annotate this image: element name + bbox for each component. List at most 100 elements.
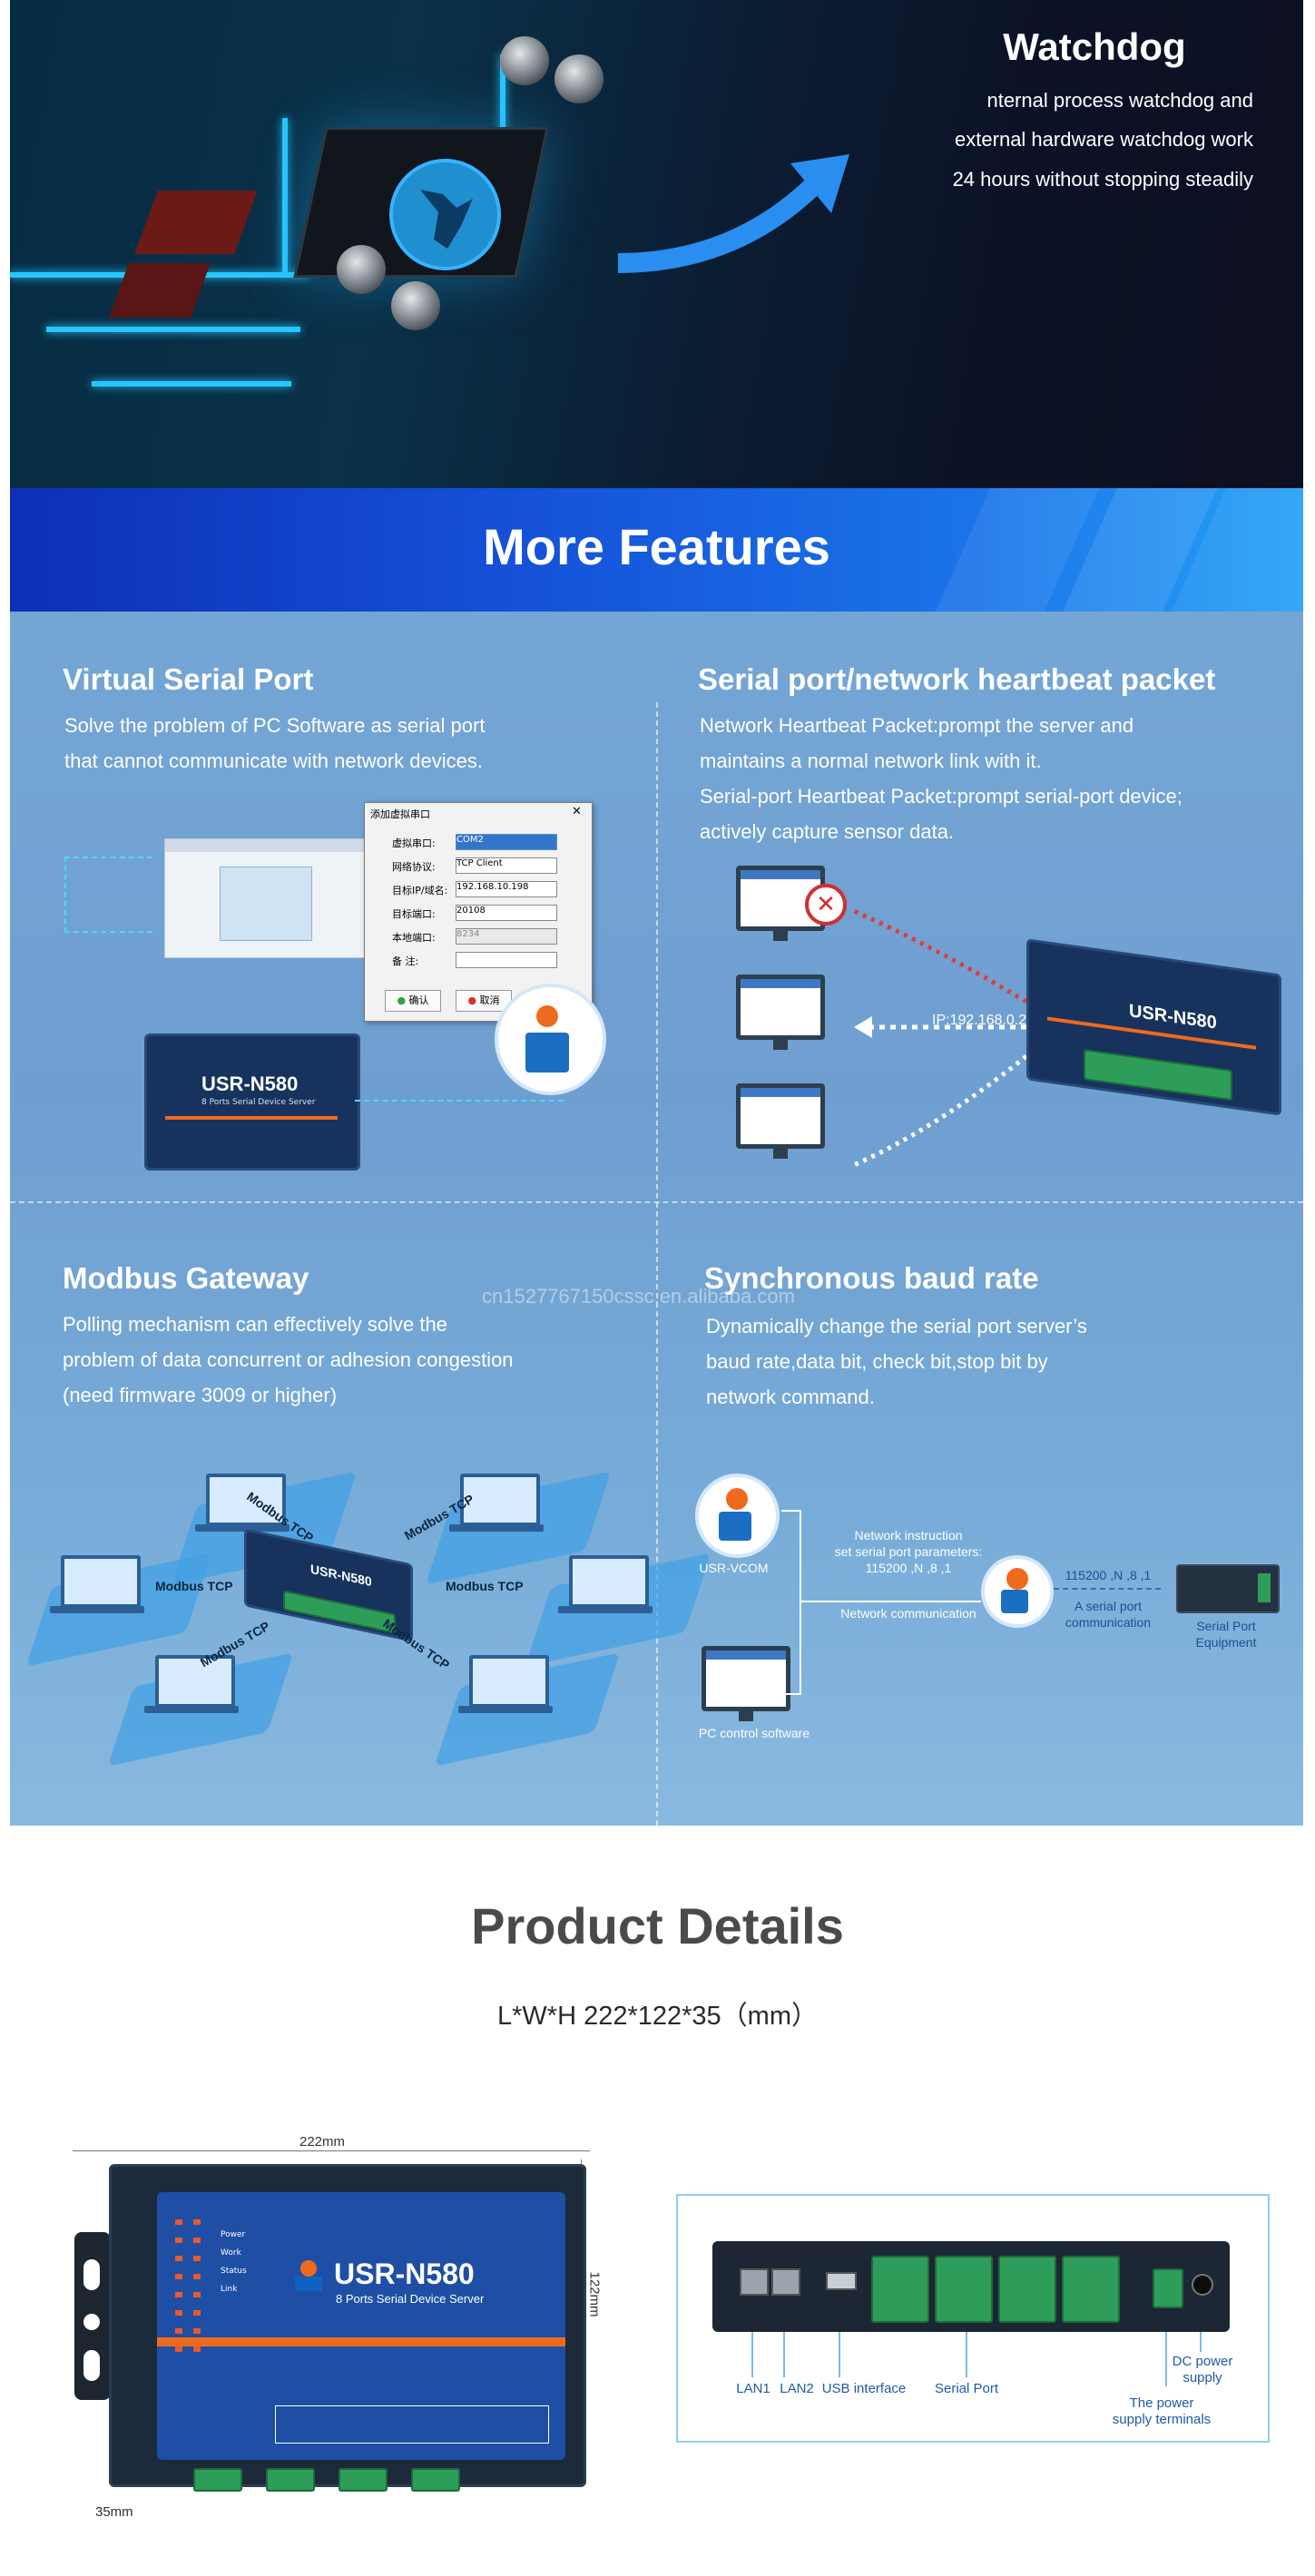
remark-input[interactable]	[456, 952, 557, 968]
depth-label: 35mm	[95, 2504, 133, 2520]
device-model: USR-N580	[310, 1561, 372, 1590]
ok-button[interactable]: ● 确认	[385, 990, 441, 1012]
connection-line	[355, 1100, 564, 1102]
modbus-tcp-label: Modbus TCP	[446, 1579, 524, 1593]
circuit-trace	[500, 54, 505, 136]
connection-bracket	[781, 1510, 801, 1695]
serial-equipment-icon	[1176, 1564, 1280, 1613]
watchdog-description-line: nternal process watchdog and	[986, 89, 1253, 112]
divider	[656, 702, 658, 1826]
baud-text-line: Dynamically change the serial port serve…	[706, 1315, 1087, 1337]
serial-params-label: 115200 ,N ,8 ,1	[1065, 1568, 1152, 1582]
serial-link-line	[1054, 1588, 1161, 1590]
virtual-port-select[interactable]: COM2	[456, 834, 557, 850]
mounting-ear	[74, 2232, 111, 2400]
baud-title: Synchronous baud rate	[704, 1261, 1039, 1295]
device-front-image: Power Work Status Link USR-N580 8 Ports …	[109, 2164, 586, 2492]
usr-logo-icon	[981, 1555, 1054, 1628]
serial-equipment-label: Serial Port	[1196, 1619, 1256, 1633]
more-features-title: More Features	[483, 518, 830, 575]
instruction-label: 115200 ,N ,8 ,1	[865, 1561, 952, 1575]
dialog-row-label: 备 注:	[392, 955, 419, 967]
monitor-icon	[702, 1646, 790, 1721]
led-column	[175, 2219, 182, 2356]
device-model: USR-N580	[201, 1073, 299, 1095]
lan1-label: LAN1	[736, 2381, 770, 2396]
capacitor	[500, 36, 549, 85]
serial-comm-label: communication	[1065, 1615, 1152, 1630]
dc-power-label: DC power	[1172, 2354, 1233, 2369]
serial-comm-label: A serial port	[1075, 1599, 1142, 1613]
more-features-banner: More Features	[10, 488, 1303, 612]
ip-label: IP:192.168.0.200	[932, 1013, 1043, 1028]
dialog-row-label: 目标IP/域名:	[392, 885, 448, 896]
heartbeat-arrows	[852, 908, 1028, 1168]
device-rear-image	[712, 2241, 1230, 2332]
baud-text-line: network command.	[706, 1386, 875, 1408]
divider	[10, 1201, 1303, 1203]
close-icon[interactable]: ✕	[572, 805, 582, 818]
connection-line	[64, 857, 152, 933]
connection-line	[800, 1601, 981, 1602]
protocol-select[interactable]: TCP Client	[456, 857, 557, 874]
pc-software-window	[164, 838, 366, 958]
laptop-icon	[449, 1474, 544, 1532]
cancel-label: 取消	[479, 994, 500, 1006]
circuit-trace	[92, 381, 291, 387]
pc-control-label: PC control software	[698, 1726, 810, 1740]
usb-label: USB interface	[821, 2381, 907, 2396]
error-x-icon: ✕	[805, 884, 847, 926]
dialog-row-label: 网络协议:	[392, 861, 436, 873]
watchdog-icon	[389, 159, 501, 270]
dialog-row-label: 虚拟串口:	[392, 837, 436, 849]
modbus-title: Modbus Gateway	[63, 1261, 309, 1295]
serial-equipment-label: Equipment	[1195, 1635, 1257, 1650]
instruction-label: set serial port parameters:	[834, 1544, 983, 1559]
led-label: Power	[221, 2230, 246, 2239]
terminals-label: supply terminals	[1112, 2412, 1212, 2427]
target-port-input[interactable]: 20108	[456, 905, 557, 921]
dimension-line	[73, 2150, 590, 2151]
device-model: USR-N580	[334, 2258, 475, 2290]
heartbeat-text-line: Network Heartbeat Packet:prompt the serv…	[700, 714, 1134, 737]
device-image: USR-N580	[1026, 938, 1281, 1116]
heartbeat-text-line: maintains a normal network link with it.	[700, 749, 1042, 772]
usb-port	[826, 2272, 857, 2290]
modbus-tcp-label: Modbus TCP	[155, 1579, 233, 1593]
usr-logo-icon	[495, 984, 606, 1095]
laptop-icon	[195, 1474, 289, 1532]
decorative-shapes	[936, 488, 1303, 612]
led-label: Status	[221, 2267, 247, 2276]
watchdog-description-line: 24 hours without stopping steadily	[952, 168, 1253, 191]
rear-view-frame	[676, 2194, 1270, 2443]
arrow-up-icon	[617, 154, 849, 273]
watchdog-description-line: external hardware watchdog work	[955, 128, 1253, 151]
modbus-tcp-label: Modbus TCP	[380, 1615, 453, 1673]
capacitor	[554, 54, 604, 103]
red-component	[109, 263, 211, 318]
network-comm-label: Network communication	[840, 1606, 976, 1621]
virtual-serial-title: Virtual Serial Port	[63, 662, 314, 696]
circuit-trace	[46, 327, 300, 332]
cancel-button[interactable]: ● 取消	[456, 990, 512, 1012]
target-ip-input[interactable]: 192.168.10.198	[456, 881, 557, 897]
watermark: cn1527767150cssc.en.alibaba.com	[482, 1285, 795, 1308]
width-label: 222mm	[299, 2134, 346, 2150]
laptop-icon	[458, 1655, 553, 1713]
ok-label: 确认	[408, 994, 429, 1006]
capacitor	[337, 245, 386, 294]
modbus-text-line: (need firmware 3009 or higher)	[63, 1384, 338, 1406]
laptop-icon	[50, 1555, 144, 1613]
modbus-text-line: problem of data concurrent or adhesion c…	[63, 1348, 514, 1371]
monitor-icon	[736, 975, 825, 1050]
cancel-icon: ●	[467, 994, 477, 1006]
features-section: Virtual Serial Port Solve the problem of…	[10, 612, 1303, 1826]
orange-stripe	[157, 2337, 565, 2346]
led-label: Link	[221, 2285, 238, 2294]
local-port-input[interactable]: 8234	[456, 928, 557, 945]
terminals-label: The power	[1129, 2395, 1194, 2411]
dc-power-label: supply	[1183, 2370, 1222, 2385]
virtual-serial-text-line: Solve the problem of PC Software as seri…	[64, 714, 486, 737]
dialog-row-label: 目标端口:	[392, 908, 436, 920]
watchdog-banner: Watchdog nternal process watchdog and ex…	[10, 0, 1303, 488]
